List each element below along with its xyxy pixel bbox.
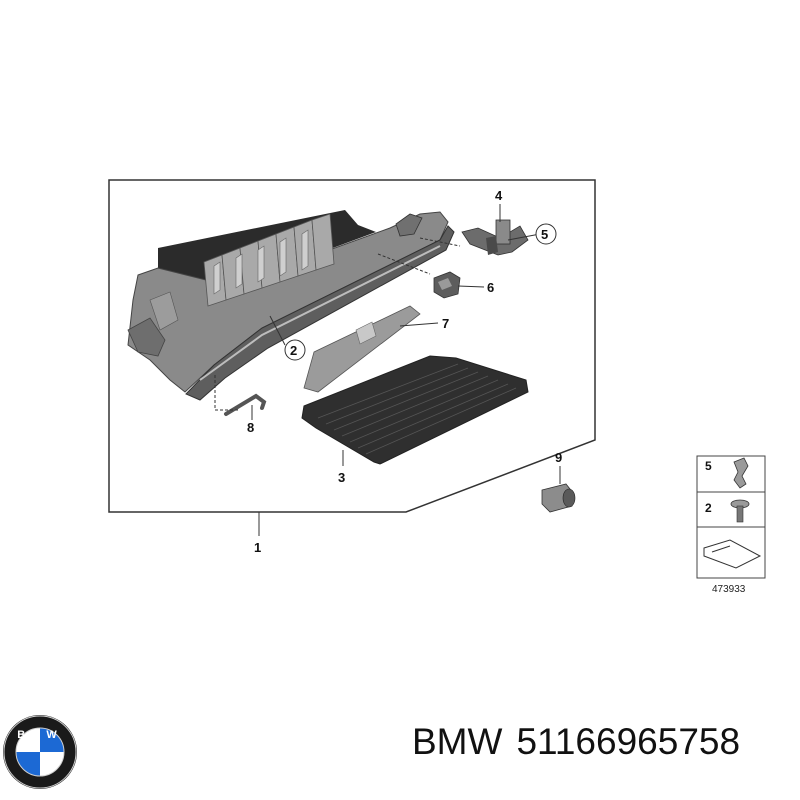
callout-7: 7 [442,316,449,331]
logo-letters: BMW [17,729,63,741]
callout-2-circle [284,339,306,361]
callout-1: 1 [254,540,261,555]
cover-flap [303,305,421,393]
screw-icon [730,499,750,523]
leader-lines [214,204,561,536]
callout-2: 2 [290,343,297,358]
clip-icon [733,457,749,489]
assembly-frame [108,179,596,513]
callout-3: 3 [338,470,345,485]
latch-mechanism [461,219,529,256]
brand-name: BMW [412,721,503,762]
part-number: 51166965758 [516,721,741,762]
callout-9: 9 [555,450,562,465]
bmw-logo: BMW [3,715,77,789]
callout-4: 4 [495,188,503,203]
callout-5-circle [535,223,557,245]
callout-8: 8 [247,420,254,435]
rubber-mat [301,355,529,465]
image-number: 473933 [712,584,746,595]
lock-cylinder [541,483,576,513]
callout-6: 6 [487,280,494,295]
rod-pin [224,393,267,416]
legend-box: 5 2 473933 [696,455,766,595]
legend-row-2-label: 2 [705,501,712,515]
product-caption: BMW 51166965758 [412,712,792,772]
legend-row-1-label: 5 [705,459,712,473]
catch-part [433,271,461,299]
glove-box-body [127,210,455,401]
callout-5: 5 [541,227,548,242]
arrow-icon [703,539,762,569]
